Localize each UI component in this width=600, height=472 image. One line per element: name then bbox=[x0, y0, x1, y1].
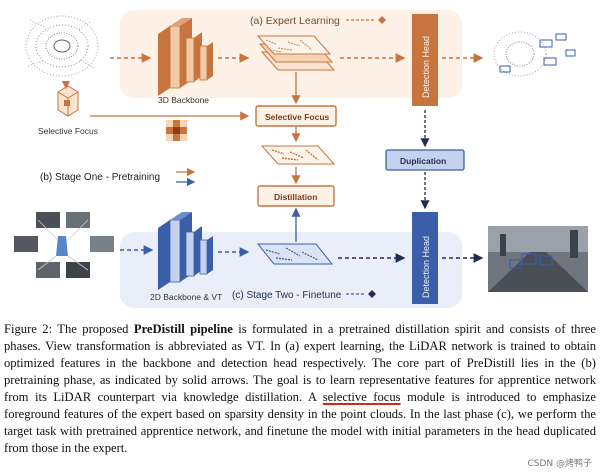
duplication-box bbox=[385, 149, 465, 171]
camera-detection-output-image bbox=[488, 226, 588, 292]
stage-one-label: (b) Stage One - Pretraining bbox=[40, 172, 160, 183]
watermark: CSDN @烤鸭子 bbox=[527, 459, 592, 469]
duplication-box-label: Duplication bbox=[400, 156, 446, 166]
expert-bev-features bbox=[256, 35, 336, 71]
legend-diamond-c bbox=[368, 290, 376, 298]
detection-head-bottom bbox=[412, 212, 438, 304]
caption-bold-title: PreDistill pipeline bbox=[133, 322, 233, 336]
figure-caption: Figure 2: The proposed PreDistill pipeli… bbox=[4, 321, 596, 457]
caption-part-2: module is introduced to emphasize foregr… bbox=[4, 390, 597, 455]
caption-prefix: Figure 2: The proposed bbox=[4, 322, 134, 336]
caption-underlined-selective-focus: selective focus bbox=[322, 390, 401, 404]
multi-view-camera-input bbox=[14, 212, 114, 278]
lidar-input-image bbox=[22, 8, 102, 84]
expert-learning-label: (a) Expert Learning bbox=[250, 15, 340, 27]
masked-expert-features bbox=[260, 145, 336, 165]
detection-head-top-label: Detection Head bbox=[421, 36, 431, 98]
backbone-2d-blocks bbox=[158, 212, 213, 290]
stage-two-label: (c) Stage Two - Finetune bbox=[232, 290, 342, 301]
backbone-2d-label: 2D Backbone & VT bbox=[150, 292, 222, 302]
distillation-box-label: Distillation bbox=[274, 192, 317, 202]
detection-head-top bbox=[412, 14, 438, 106]
backbone-3d-blocks bbox=[158, 18, 213, 96]
apprentice-bev-features bbox=[256, 243, 334, 265]
selective-focus-box-label: Selective Focus bbox=[265, 112, 330, 122]
legend-diamond-a bbox=[378, 16, 386, 24]
predistill-pipeline-diagram: Selective Focus 3D Backbone (a) Expert L… bbox=[14, 8, 588, 308]
backbone-3d-label: 3D Backbone bbox=[158, 95, 209, 105]
selective-focus-cube-icon bbox=[57, 85, 79, 117]
selective-focus-heatmap-icon bbox=[166, 120, 187, 141]
lidar-detection-output-image bbox=[488, 12, 588, 92]
distillation-box bbox=[257, 185, 335, 207]
selective-focus-side-label: Selective Focus bbox=[38, 126, 98, 136]
caption-part-1: is formulated in a pretrained distillati… bbox=[4, 322, 596, 404]
detection-head-bottom-label: Detection Head bbox=[421, 236, 431, 298]
